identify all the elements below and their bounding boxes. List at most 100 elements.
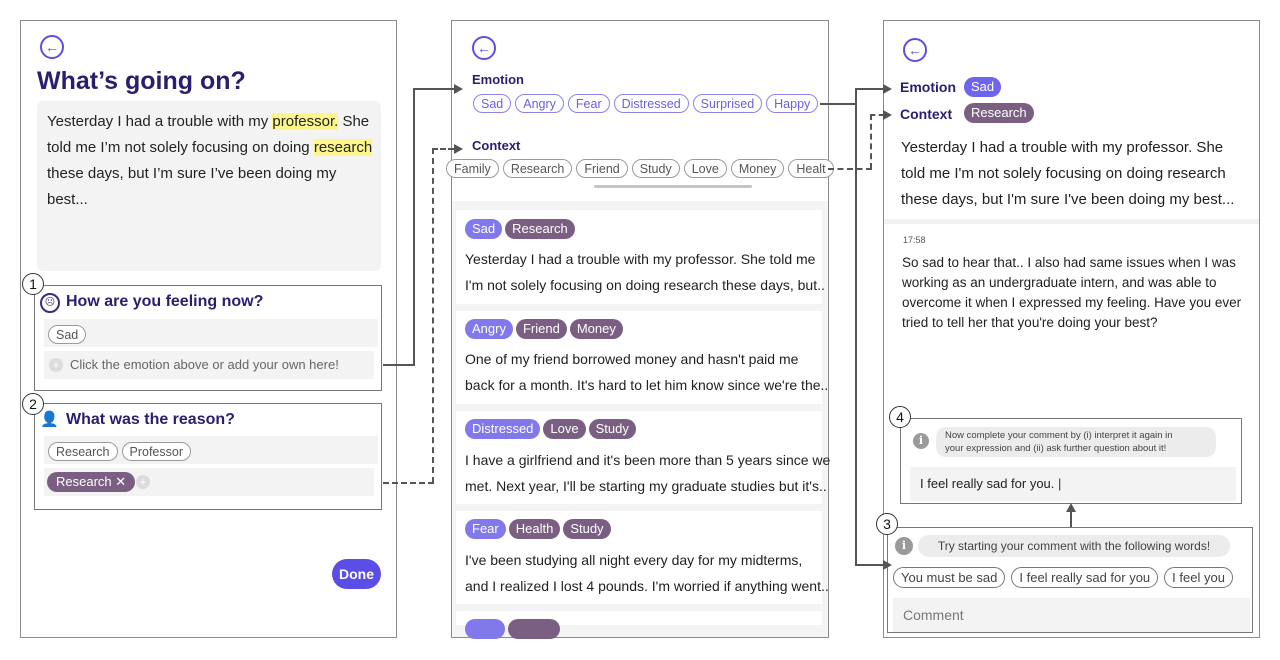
feeling-chip-area [44,319,378,347]
page-title: What’s going on? [37,67,246,95]
emotion-filter-sad[interactable]: Sad [473,94,512,113]
emotion-tag: Angry [465,319,513,339]
starter-hint: Try starting your comment with the follo… [918,535,1230,557]
emotion-filter-fear[interactable]: Fear [567,94,610,113]
starter-chip[interactable]: You must be sad [893,567,1006,588]
step-number-3: 3 [876,513,898,535]
emotion-input-placeholder: Click the emotion above or add your own … [70,357,339,372]
divider [884,219,1259,224]
remove-icon[interactable]: ✕ [115,474,127,489]
card-line: I'm not solely focusing on doing researc… [465,277,825,293]
emotion-tag: Sad [964,77,1002,97]
done-button[interactable]: Done [332,559,381,589]
reply-line: overcome it when I expressed my feeling.… [902,295,1242,310]
step-number-1: 1 [22,273,44,295]
starter-chip[interactable]: I feel you [1164,567,1233,588]
context-filter-money[interactable]: Money [730,159,785,178]
emotion-filter-angry[interactable]: Angry [515,94,564,113]
context-tag: Love [543,419,586,439]
emotion-label: Emotion [472,72,524,87]
context-filter-study[interactable]: Study [631,159,680,178]
info-icon: i [913,433,929,449]
back-arrow-icon[interactable]: ← [903,38,927,62]
card-line: I have a girlfriend and it's been more t… [465,452,831,468]
context-filter-love[interactable]: Love [683,159,727,178]
feeling-title: How are you feeling now? [66,293,264,310]
reason-chip-research[interactable]: Research [48,442,118,461]
horizontal-scrollbar[interactable] [594,185,752,188]
comment-input-filled[interactable]: I feel really sad for you. | [910,467,1236,501]
reply-line: So sad to hear that.. I also had same is… [902,255,1236,270]
context-tag: Money [569,319,623,339]
back-arrow-icon[interactable]: ← [40,35,64,59]
starter-chip[interactable]: I feel really sad for you [1011,567,1159,588]
story-line: these days, but I'm sure I've been doing… [901,191,1235,208]
reason-title: What was the reason? [66,411,235,428]
story-text: Yesterday I had a trouble with my profes… [47,113,373,208]
emotion-filter-surprised[interactable]: Surprised [692,94,763,113]
feeling-section [34,285,382,391]
add-reason-plus-icon[interactable]: + [136,475,150,489]
back-arrow-icon[interactable]: ← [472,36,496,60]
step-number-4: 4 [889,406,911,428]
story-line: Yesterday I had a trouble with my profes… [901,139,1224,156]
story-card-partial[interactable] [456,611,822,639]
emotion-tag: Distressed [465,419,541,439]
context-label: Context [472,138,521,153]
context-tag: Research [964,103,1034,123]
emotion-filter-happy[interactable]: Happy [766,94,819,113]
user-check-icon: 👤 [40,411,59,428]
emotion-chip-sad[interactable]: Sad [48,325,87,344]
story-line: told me I'm not solely focusing on doing… [901,165,1226,182]
emotion-tag: Fear [465,519,506,539]
reply-text: So sad to hear that.. I also had same is… [902,253,1252,333]
hint-line: your expression and (ii) ask further que… [945,443,1167,454]
info-icon: i [895,537,913,555]
context-filter-friend[interactable]: Friend [576,159,628,178]
selected-reason-tag[interactable]: Research ✕ [47,472,136,492]
context-filter-family[interactable]: Family [446,159,499,178]
card-line: Yesterday I had a trouble with my profes… [465,251,816,267]
comment-input[interactable]: Comment [893,598,1250,632]
emotion-label: Emotion [900,79,956,95]
context-label: Context [900,106,953,122]
emotion-tag: Sad [465,219,503,239]
interpret-hint: Now complete your comment by (i) interpr… [936,427,1216,457]
reason-section [34,403,382,510]
emotion-filter-distressed[interactable]: Distressed [613,94,689,113]
context-tag: Research [505,219,575,239]
emotion-input[interactable] [44,351,374,379]
hint-line: Now complete your comment by (i) interpr… [945,430,1173,441]
sad-face-icon: ☹ [40,293,60,313]
step-number-2: 2 [22,393,44,415]
reason-chip-professor[interactable]: Professor [121,442,191,461]
card-line: and I realized I lost 4 pounds. I'm worr… [465,578,829,594]
context-filter-health[interactable]: Healt [788,159,834,178]
comment-time: 17:58 [903,235,926,245]
context-tag: Study [588,419,636,439]
context-tag: Friend [515,319,567,339]
card-line: back for a month. It's hard to let him k… [465,377,829,393]
reply-line: working as an undergraduate intern, and … [902,275,1217,290]
reply-line: tried to tell her that you're doing your… [902,315,1158,330]
highlight-research: research [313,139,373,156]
card-line: met. Next year, I'll be starting my grad… [465,478,827,494]
story-text: Yesterday I had a trouble with my profes… [901,135,1251,213]
card-line: I've been studying all night every day f… [465,552,803,568]
highlight-professor: professor. [272,113,339,130]
context-filter-research[interactable]: Research [502,159,573,178]
context-tag: Health [508,519,561,539]
plus-icon[interactable]: + [49,358,63,372]
